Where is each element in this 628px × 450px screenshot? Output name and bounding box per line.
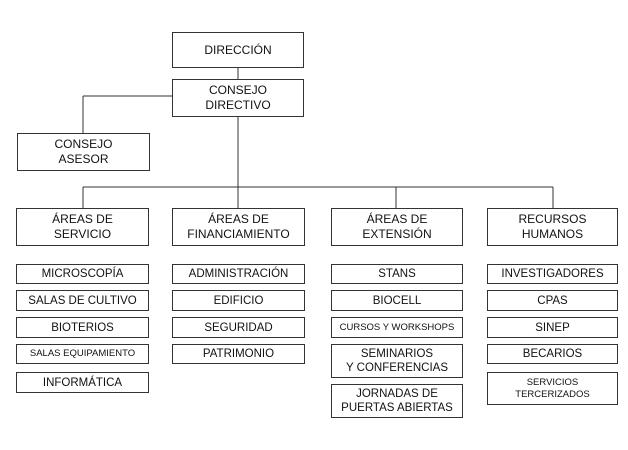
area-financiamiento-header: ÁREAS DE FINANCIAMIENTO: [172, 208, 305, 246]
area-servicio-header: ÁREAS DE SERVICIO: [16, 208, 149, 246]
consejo-asesor-box: CONSEJO ASESOR: [17, 133, 150, 171]
item-microscopia: MICROSCOPÍA: [16, 264, 149, 284]
item-administracion: ADMINISTRACIÓN: [172, 264, 305, 284]
area-recursos-header: RECURSOS HUMANOS: [487, 208, 618, 246]
item-bioterios: BIOTERIOS: [16, 317, 149, 338]
item-jornadas-puertas-abiertas: JORNADAS DE PUERTAS ABIERTAS: [331, 384, 463, 418]
item-biocell: BIOCELL: [331, 290, 463, 311]
item-salas-equipamiento: SALAS EQUIPAMIENTO: [16, 344, 149, 364]
item-cursos-workshops: CURSOS Y WORKSHOPS: [331, 317, 463, 338]
item-seguridad: SEGURIDAD: [172, 317, 305, 338]
item-edificio: EDIFICIO: [172, 290, 305, 311]
consejo-directivo-box: CONSEJO DIRECTIVO: [172, 79, 304, 117]
item-salas-cultivo: SALAS DE CULTIVO: [16, 290, 149, 311]
item-cpas: CPAS: [487, 290, 618, 311]
item-sinep: SINEP: [487, 317, 618, 338]
item-investigadores: INVESTIGADORES: [487, 264, 618, 284]
area-extension-header: ÁREAS DE EXTENSIÓN: [331, 208, 463, 246]
item-patrimonio: PATRIMONIO: [172, 344, 305, 364]
item-becarios: BECARIOS: [487, 344, 618, 364]
direccion-box: DIRECCIÓN: [172, 32, 304, 68]
item-servicios-tercerizados: SERVICIOS TERCERIZADOS: [487, 372, 618, 405]
item-seminarios-conferencias: SEMINARIOS Y CONFERENCIAS: [331, 344, 463, 378]
item-informatica: INFORMÁTICA: [16, 372, 149, 393]
item-stans: STANS: [331, 264, 463, 284]
